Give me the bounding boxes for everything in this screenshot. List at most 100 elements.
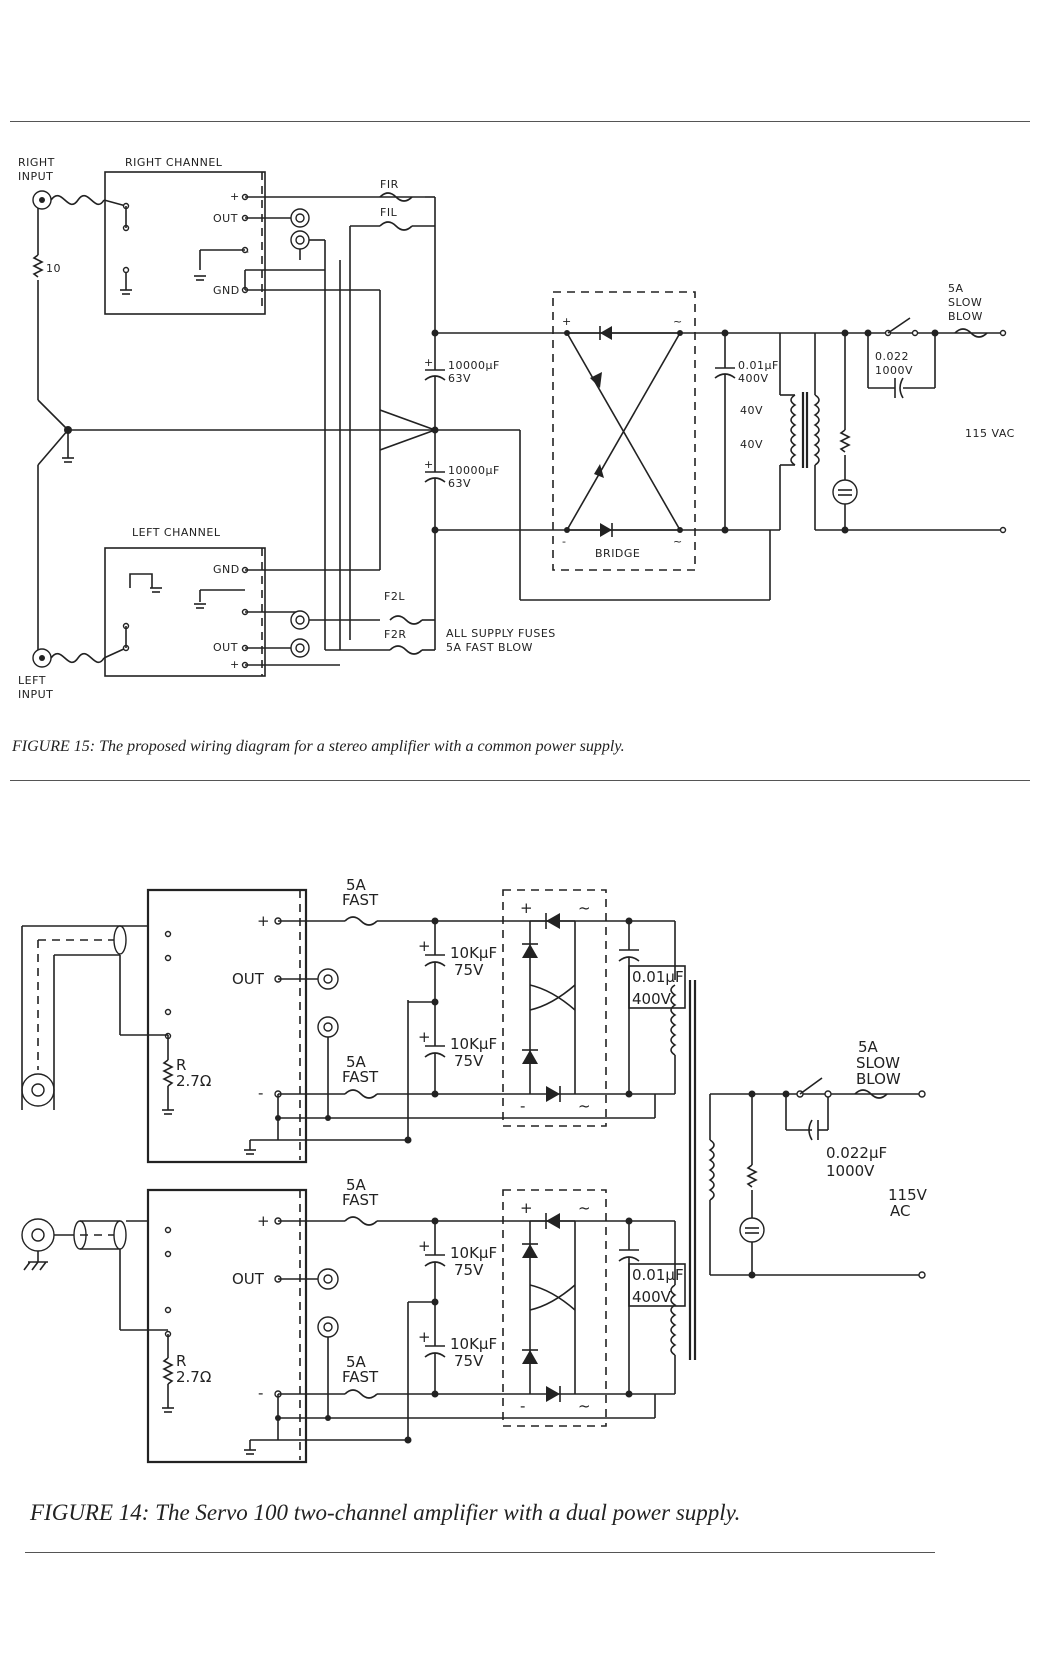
cap-small-t-value: 0.01µF bbox=[632, 968, 684, 986]
amp-bottom-box bbox=[146, 1188, 308, 1464]
lc-gnd-label: GND bbox=[213, 563, 240, 576]
lc-plus-label: + bbox=[230, 658, 240, 671]
cap-small-voltage: 400V bbox=[738, 372, 769, 385]
figure14-caption: FIGURE 14: The Servo 100 two-channel amp… bbox=[30, 1500, 741, 1525]
transformer-secondary bbox=[790, 394, 797, 466]
transformer-b-secondary bbox=[670, 1284, 677, 1356]
bridge-ac-bottom: ~ bbox=[673, 535, 683, 548]
slow-blow-3: BLOW bbox=[948, 310, 983, 323]
secondary-40v-a: 40V bbox=[740, 404, 763, 417]
cap2-voltage: 63V bbox=[448, 477, 471, 490]
slow-blow-1: 5A bbox=[948, 282, 964, 295]
amp-top-minus: - bbox=[258, 1084, 263, 1102]
rc-plus-label: + bbox=[230, 190, 240, 203]
resistor-top-r: R bbox=[176, 1056, 186, 1074]
fuse-f1l-label: FIL bbox=[380, 206, 398, 219]
fuse-t1-a: 5A bbox=[346, 876, 367, 894]
cap-small-b-value: 0.01µF bbox=[632, 1266, 684, 1284]
fuse-f1r bbox=[379, 192, 413, 202]
bridge-plus: + bbox=[562, 315, 572, 328]
amp-bottom-out: OUT bbox=[232, 1270, 265, 1288]
fuse-f1l bbox=[379, 221, 413, 231]
fuse-bottom-minus bbox=[344, 1389, 378, 1399]
right-channel-box bbox=[104, 171, 266, 315]
left-channel-label: LEFT CHANNEL bbox=[132, 526, 221, 539]
cap-switch-value: 0.022 bbox=[875, 350, 909, 363]
resistor-bottom-r: R bbox=[176, 1352, 186, 1370]
rc-out-label: OUT bbox=[213, 212, 238, 225]
resistor-10-label: 10 bbox=[46, 262, 61, 275]
bridge-top-box bbox=[502, 889, 607, 1127]
cap1-plus: + bbox=[424, 356, 434, 369]
resistor-top bbox=[162, 1059, 174, 1087]
slow-blow-2: SLOW bbox=[948, 296, 982, 309]
middle-rule bbox=[10, 780, 1030, 781]
slow-blow-fuse-15 bbox=[954, 328, 988, 338]
vac-14-1: 115V bbox=[888, 1186, 928, 1204]
slow-blow-14-1: 5A bbox=[858, 1038, 879, 1056]
slow-blow-14-3: BLOW bbox=[856, 1070, 901, 1088]
bridge-bottom-box bbox=[502, 1189, 607, 1427]
fuse-note-2: 5A FAST BLOW bbox=[446, 641, 533, 654]
neon-lamp bbox=[832, 479, 858, 505]
vac-label-15: 115 VAC bbox=[965, 427, 1015, 440]
fuse-top-plus bbox=[344, 916, 378, 926]
right-input-label-1: RIGHT bbox=[18, 156, 55, 169]
left-channel-box bbox=[104, 547, 266, 677]
figure15-caption: FIGURE 15: The proposed wiring diagram f… bbox=[12, 738, 625, 755]
lc-out-label: OUT bbox=[213, 641, 238, 654]
fuse-note-1: ALL SUPPLY FUSES bbox=[446, 627, 556, 640]
cap-small-t-voltage: 400V bbox=[632, 990, 672, 1008]
diode-left-upper bbox=[590, 372, 602, 388]
fuse-t2-a: 5A bbox=[346, 1053, 367, 1071]
cap-t1-value: 10KµF bbox=[450, 944, 497, 962]
cap-t2-voltage: 75V bbox=[454, 1052, 484, 1070]
fuse-f1r-label: FIR bbox=[380, 178, 399, 191]
left-input-shielded-cable bbox=[50, 652, 105, 664]
bridge-b-ac2: ~ bbox=[578, 1397, 591, 1415]
cap-b2-plus: + bbox=[418, 1328, 431, 1346]
transformer-primary-14 bbox=[708, 1139, 715, 1201]
cap-b2-voltage: 75V bbox=[454, 1352, 484, 1370]
left-input-label-1: LEFT bbox=[18, 674, 46, 687]
fuse-f2r bbox=[389, 645, 423, 655]
cap-b2-value: 10KµF bbox=[450, 1335, 497, 1353]
cap-t2-plus: + bbox=[418, 1028, 431, 1046]
fuse-b2-a: 5A bbox=[346, 1353, 367, 1371]
cap-small-value: 0.01µF bbox=[738, 359, 779, 372]
fuse-t2-b: FAST bbox=[342, 1068, 379, 1086]
cap-switch-14-value: 0.022µF bbox=[826, 1144, 887, 1162]
bridge-t-ac2: ~ bbox=[578, 1097, 591, 1115]
fuse-f2l bbox=[389, 615, 423, 625]
cap2-value: 10000µF bbox=[448, 464, 500, 477]
bridge-minus: - bbox=[562, 535, 566, 548]
transformer-primary bbox=[813, 394, 820, 466]
fuse-b1-b: FAST bbox=[342, 1191, 379, 1209]
fuse-bottom-plus bbox=[344, 1216, 378, 1226]
cap-b1-voltage: 75V bbox=[454, 1261, 484, 1279]
bridge-b-minus: - bbox=[520, 1397, 525, 1415]
bridge-t-plus: + bbox=[520, 899, 533, 917]
fuse-f2r-label: F2R bbox=[384, 628, 406, 641]
bridge-b-ac1: ~ bbox=[578, 1199, 591, 1217]
cap1-voltage: 63V bbox=[448, 372, 471, 385]
bridge-b-plus: + bbox=[520, 1199, 533, 1217]
cap-t1-plus: + bbox=[418, 937, 431, 955]
left-input-label-2: INPUT bbox=[18, 688, 53, 701]
cap-t1-voltage: 75V bbox=[454, 961, 484, 979]
cap1-value: 10000µF bbox=[448, 359, 500, 372]
amp-top-box bbox=[146, 888, 308, 1164]
resistor-10 bbox=[32, 254, 44, 278]
resistor-bottom bbox=[162, 1357, 174, 1385]
vac-14-2: AC bbox=[890, 1202, 910, 1220]
cap-switch-14-voltage: 1000V bbox=[826, 1162, 875, 1180]
neon-lamp-14 bbox=[739, 1217, 765, 1243]
secondary-40v-b: 40V bbox=[740, 438, 763, 451]
amp-top-out: OUT bbox=[232, 970, 265, 988]
right-input-label-2: INPUT bbox=[18, 170, 53, 183]
amp-top-plus: + bbox=[257, 912, 270, 930]
fuse-top-minus bbox=[344, 1089, 378, 1099]
cap-switch-voltage: 1000V bbox=[875, 364, 913, 377]
cap-t2-value: 10KµF bbox=[450, 1035, 497, 1053]
